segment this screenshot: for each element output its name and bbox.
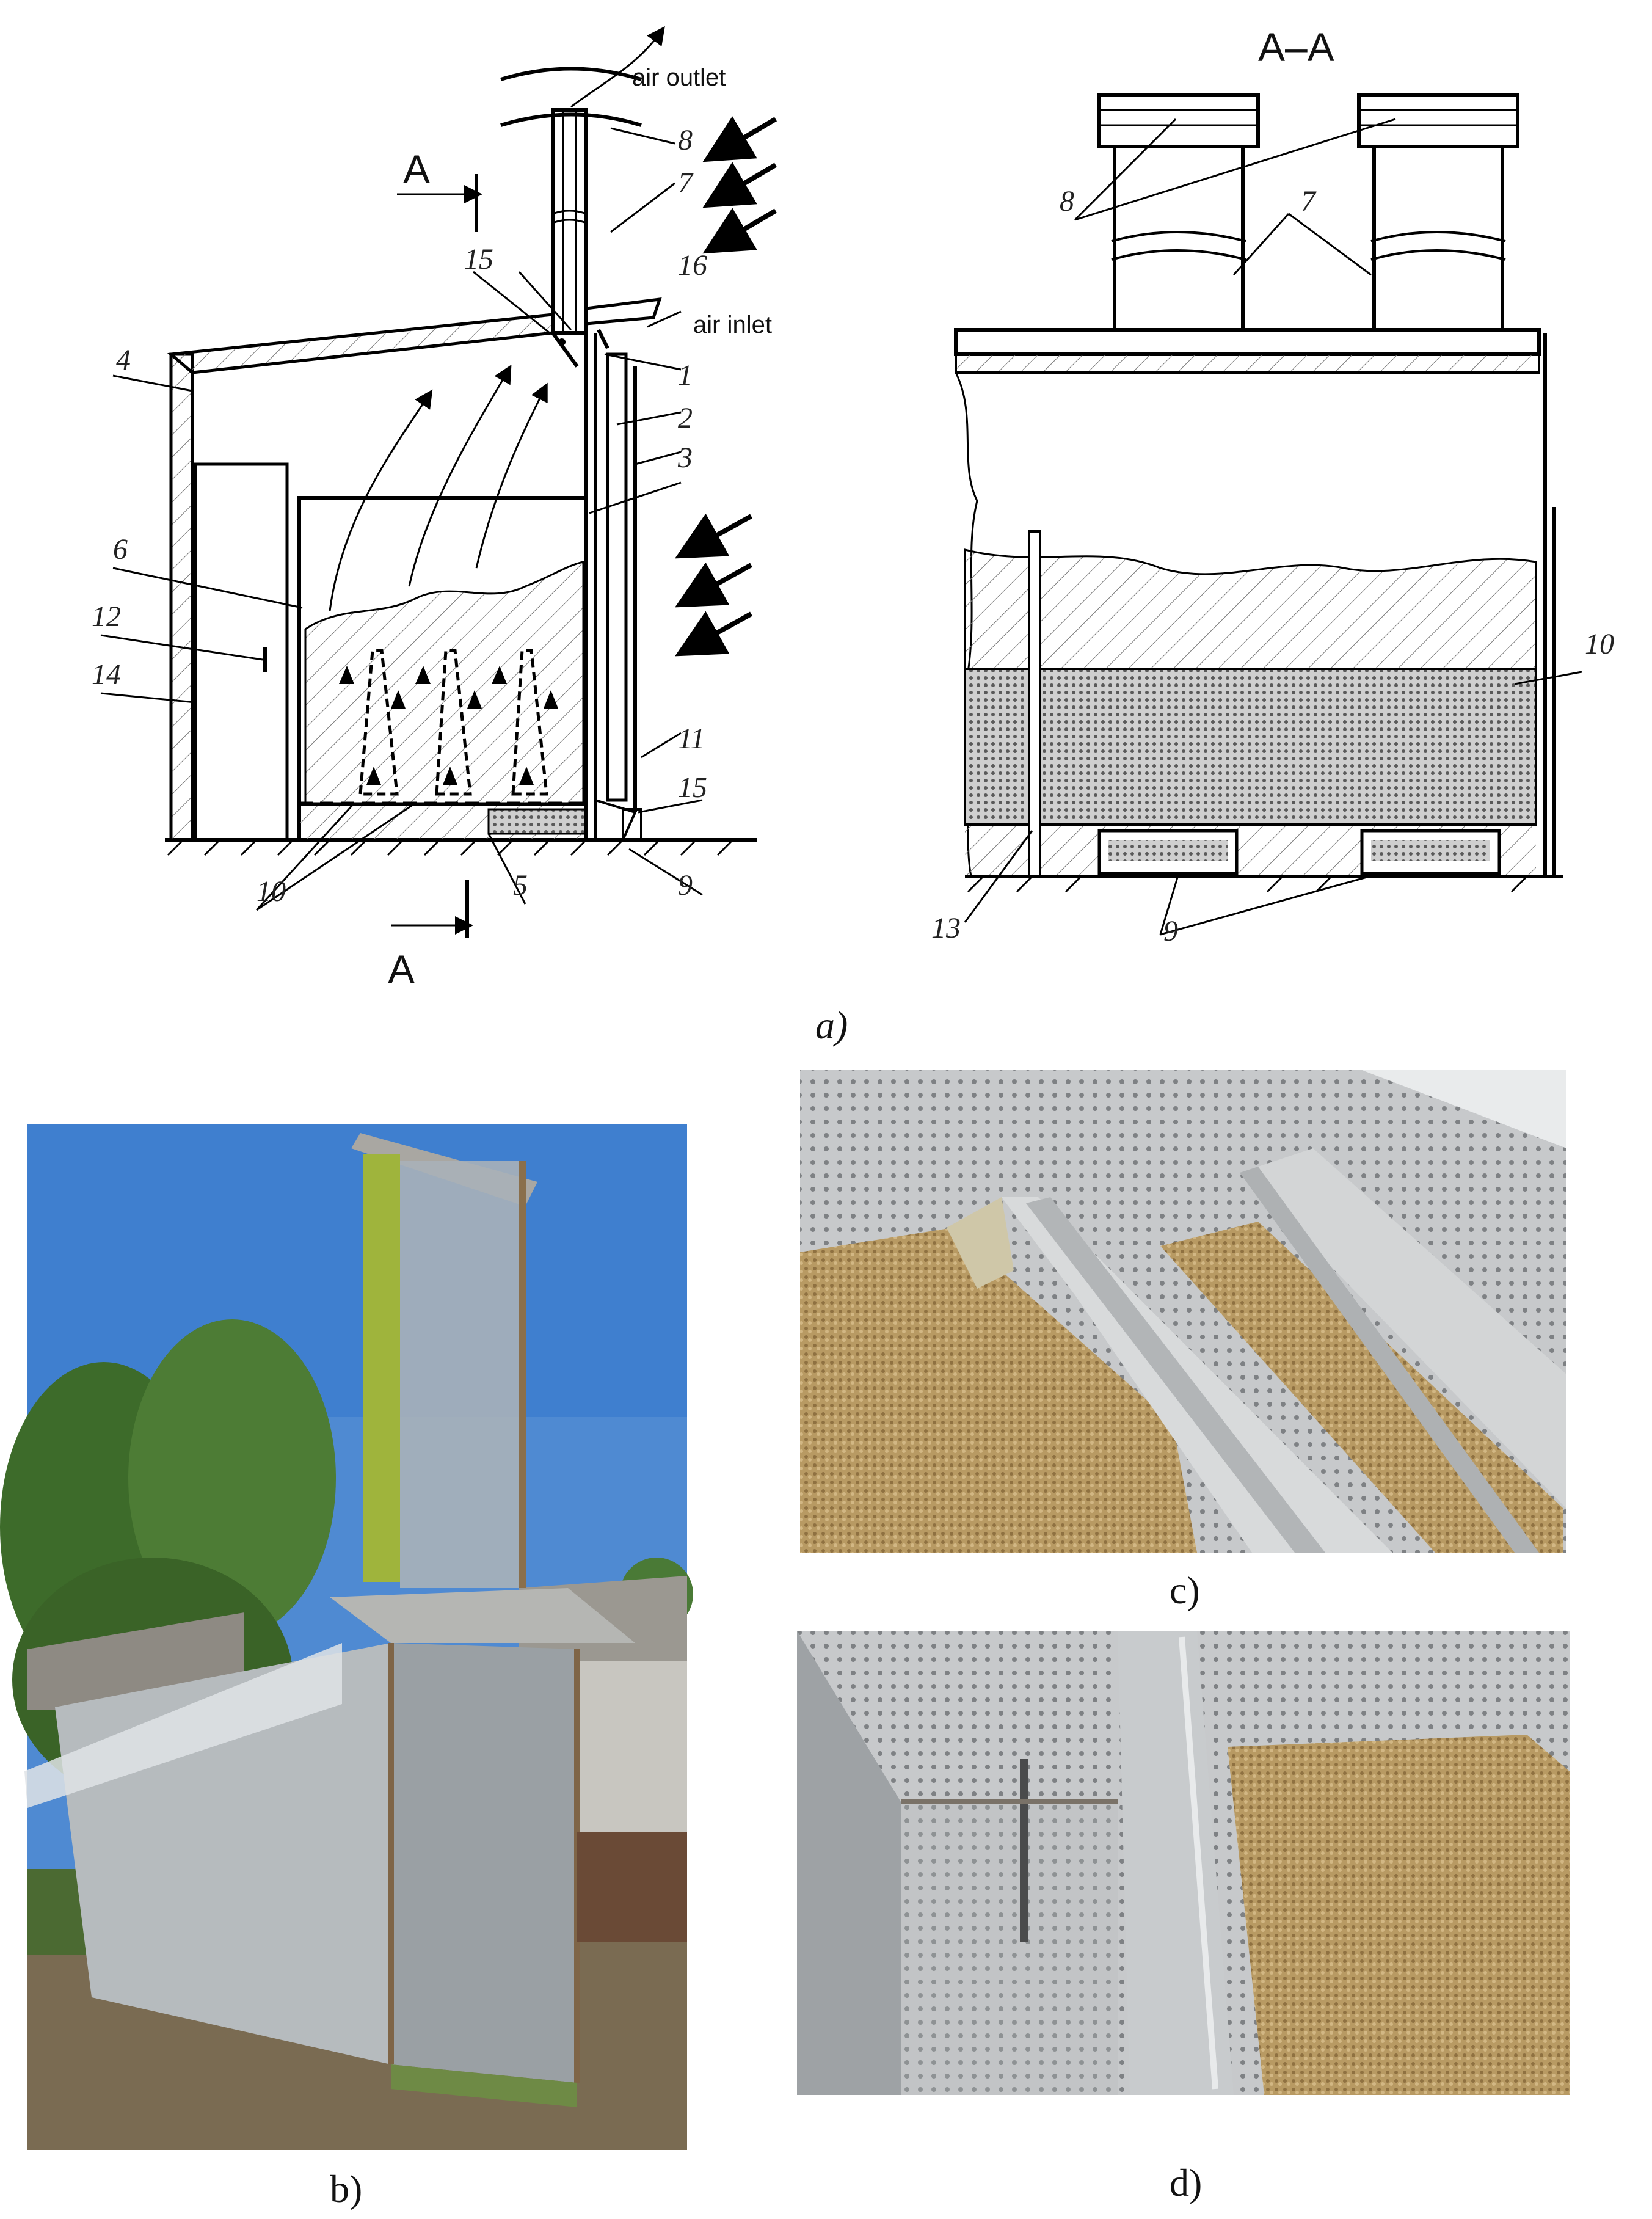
aa-label-9: 9 — [1163, 915, 1178, 947]
photo-chamber-interior — [797, 1631, 1570, 2095]
photo-grain-trays — [800, 1070, 1566, 1553]
aa-label-8: 8 — [1060, 185, 1074, 217]
aa-label-13: 13 — [931, 912, 961, 944]
label-5: 5 — [513, 869, 528, 902]
label-1: 1 — [678, 359, 693, 392]
incoming-air-arrows — [675, 116, 777, 657]
label-9: 9 — [678, 869, 693, 902]
label-6: 6 — [113, 533, 128, 566]
label-4: 4 — [116, 344, 131, 376]
label-2: 2 — [678, 402, 693, 434]
caption-b: b) — [330, 2167, 362, 2210]
label-10: 10 — [257, 875, 286, 908]
label-8: 8 — [678, 124, 693, 156]
caption-c: c) — [1170, 1569, 1200, 1612]
section-aa-drawing — [954, 93, 1582, 936]
label-11: 11 — [678, 723, 705, 755]
label-15-top: 15 — [464, 243, 493, 275]
section-title: A–A — [1258, 24, 1334, 70]
aa-label-10: 10 — [1585, 628, 1614, 660]
photo-dryer-exterior — [0, 1124, 693, 2150]
upward-air-arrows — [339, 666, 558, 785]
air-outlet-label: air outlet — [632, 64, 726, 91]
label-14: 14 — [92, 658, 121, 691]
aa-label-7: 7 — [1301, 185, 1317, 217]
caption-a: a) — [815, 1004, 848, 1047]
cross-section-drawing — [100, 26, 777, 938]
label-12: 12 — [92, 600, 121, 633]
label-15-bottom: 15 — [678, 771, 707, 804]
section-mark-bottom: A — [388, 947, 415, 992]
caption-d: d) — [1170, 2161, 1202, 2204]
air-inlet-label: air inlet — [693, 312, 772, 338]
label-3: 3 — [677, 442, 693, 474]
section-mark-top: A — [403, 147, 430, 192]
label-16: 16 — [678, 249, 707, 282]
label-7: 7 — [678, 167, 694, 199]
